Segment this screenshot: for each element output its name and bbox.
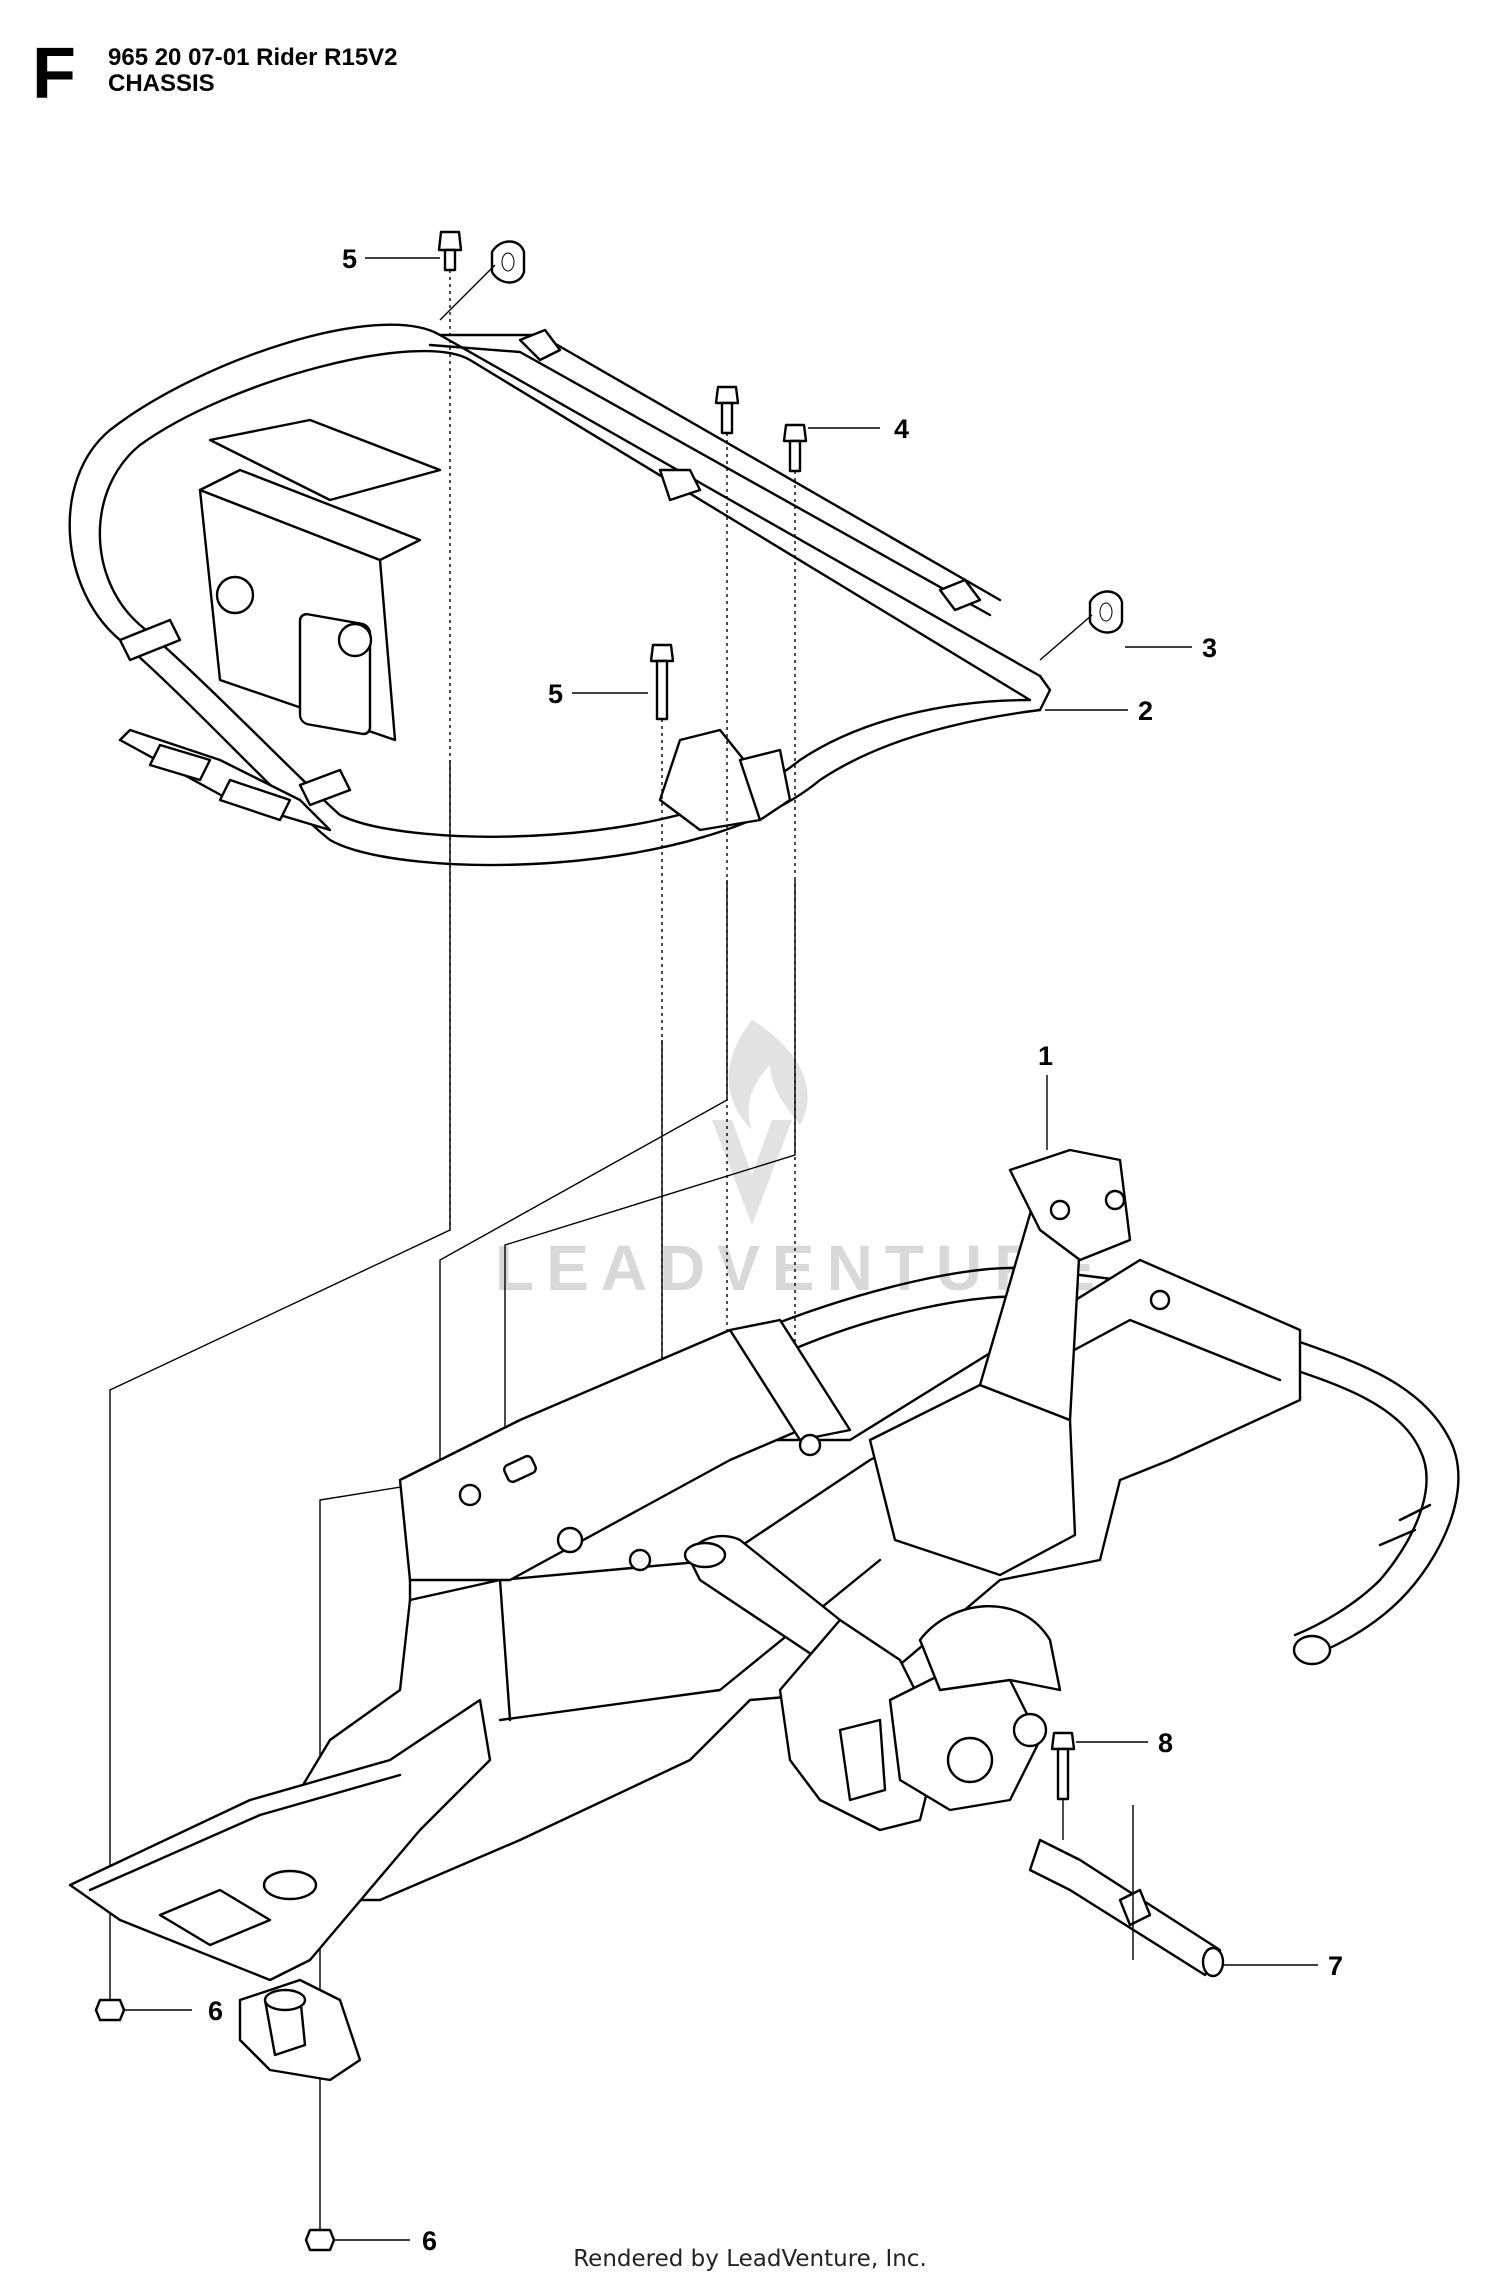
- clip-part-3-right: [1088, 590, 1124, 634]
- callout-numbers: 5 4 3 2 5 1 8 7 6 6: [208, 244, 1343, 2256]
- callout-4: 4: [894, 414, 909, 444]
- callout-6-upper: 6: [208, 1996, 223, 2026]
- nut-part-6-lower: [304, 2228, 336, 2252]
- seat-bracket: [118, 418, 442, 832]
- bumper-frame-part-2: [68, 323, 1052, 867]
- bolt-part-4-right: [782, 423, 808, 473]
- leadventure-flame-logo-icon: [712, 1020, 808, 1225]
- model-line: 965 20 07-01 Rider R15V2: [108, 44, 398, 71]
- bolt-part-5-top: [437, 230, 463, 272]
- bolt-part-4-left: [714, 385, 740, 435]
- center-support: [658, 728, 792, 832]
- clip-part-3-upper: [490, 240, 526, 284]
- section-letter: F: [32, 34, 76, 114]
- callout-7: 7: [1328, 1951, 1343, 1981]
- callout-3: 3: [1202, 633, 1217, 663]
- callout-1: 1: [1038, 1041, 1053, 1071]
- callout-6-lower: 6: [422, 2226, 437, 2256]
- nut-part-6-upper: [94, 1998, 126, 2022]
- pivot-pin-part-7: [1028, 1805, 1225, 1978]
- callout-8: 8: [1158, 1728, 1173, 1758]
- render-credit: Rendered by LeadVenture, Inc.: [573, 2246, 927, 2272]
- callout-2: 2: [1138, 696, 1153, 726]
- callout-5-top: 5: [342, 244, 357, 274]
- bolt-part-8: [1050, 1731, 1076, 1840]
- bolt-part-5-mid: [649, 643, 675, 721]
- chassis-frame-part-1: [68, 1148, 1460, 2082]
- callout-leaders: [124, 257, 1318, 2241]
- assembly-name: CHASSIS: [108, 70, 215, 97]
- callout-5-mid: 5: [548, 679, 563, 709]
